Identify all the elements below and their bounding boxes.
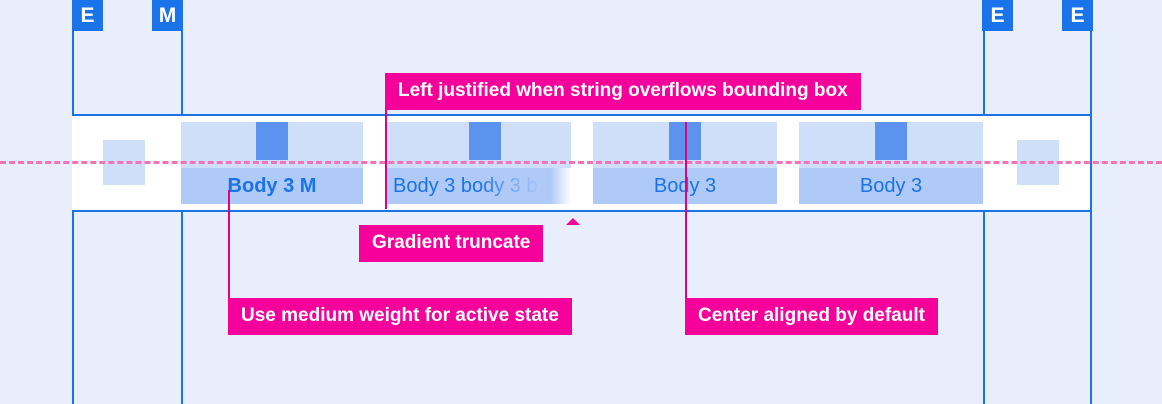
tab-icon-placeholder (256, 122, 288, 160)
annotation-gradient-truncate: Gradient truncate (359, 225, 544, 262)
vertical-guide-right-edge (1090, 0, 1092, 404)
text-baseline-guide (0, 161, 1162, 164)
leader-left-justified (385, 104, 387, 209)
pointer-gradient-truncate (566, 218, 580, 225)
tab-label-band (181, 168, 363, 204)
marker-chip-e-left: E (72, 0, 103, 31)
marker-chip-m: M (152, 0, 183, 31)
tab-label-overflow: Body 3 body 3 b (393, 175, 538, 197)
leader-center-aligned (685, 122, 687, 298)
tab-icon-placeholder (469, 122, 501, 160)
annotation-medium-weight: Use medium weight for active state (228, 298, 572, 335)
leader-medium-weight (228, 190, 230, 308)
marker-chip-e-right-2: E (1062, 0, 1093, 31)
tab-label-center-1: Body 3 (653, 175, 717, 197)
tab-label-band (799, 168, 983, 204)
tab-label-center-2: Body 3 (859, 175, 923, 197)
annotation-left-justified: Left justified when string overflows bou… (385, 73, 861, 110)
tab-label-active: Body 3 M (227, 175, 317, 197)
tab-icon-placeholder (875, 122, 907, 160)
annotation-center-aligned: Center aligned by default (685, 298, 938, 335)
marker-chip-e-right-1: E (982, 0, 1013, 31)
